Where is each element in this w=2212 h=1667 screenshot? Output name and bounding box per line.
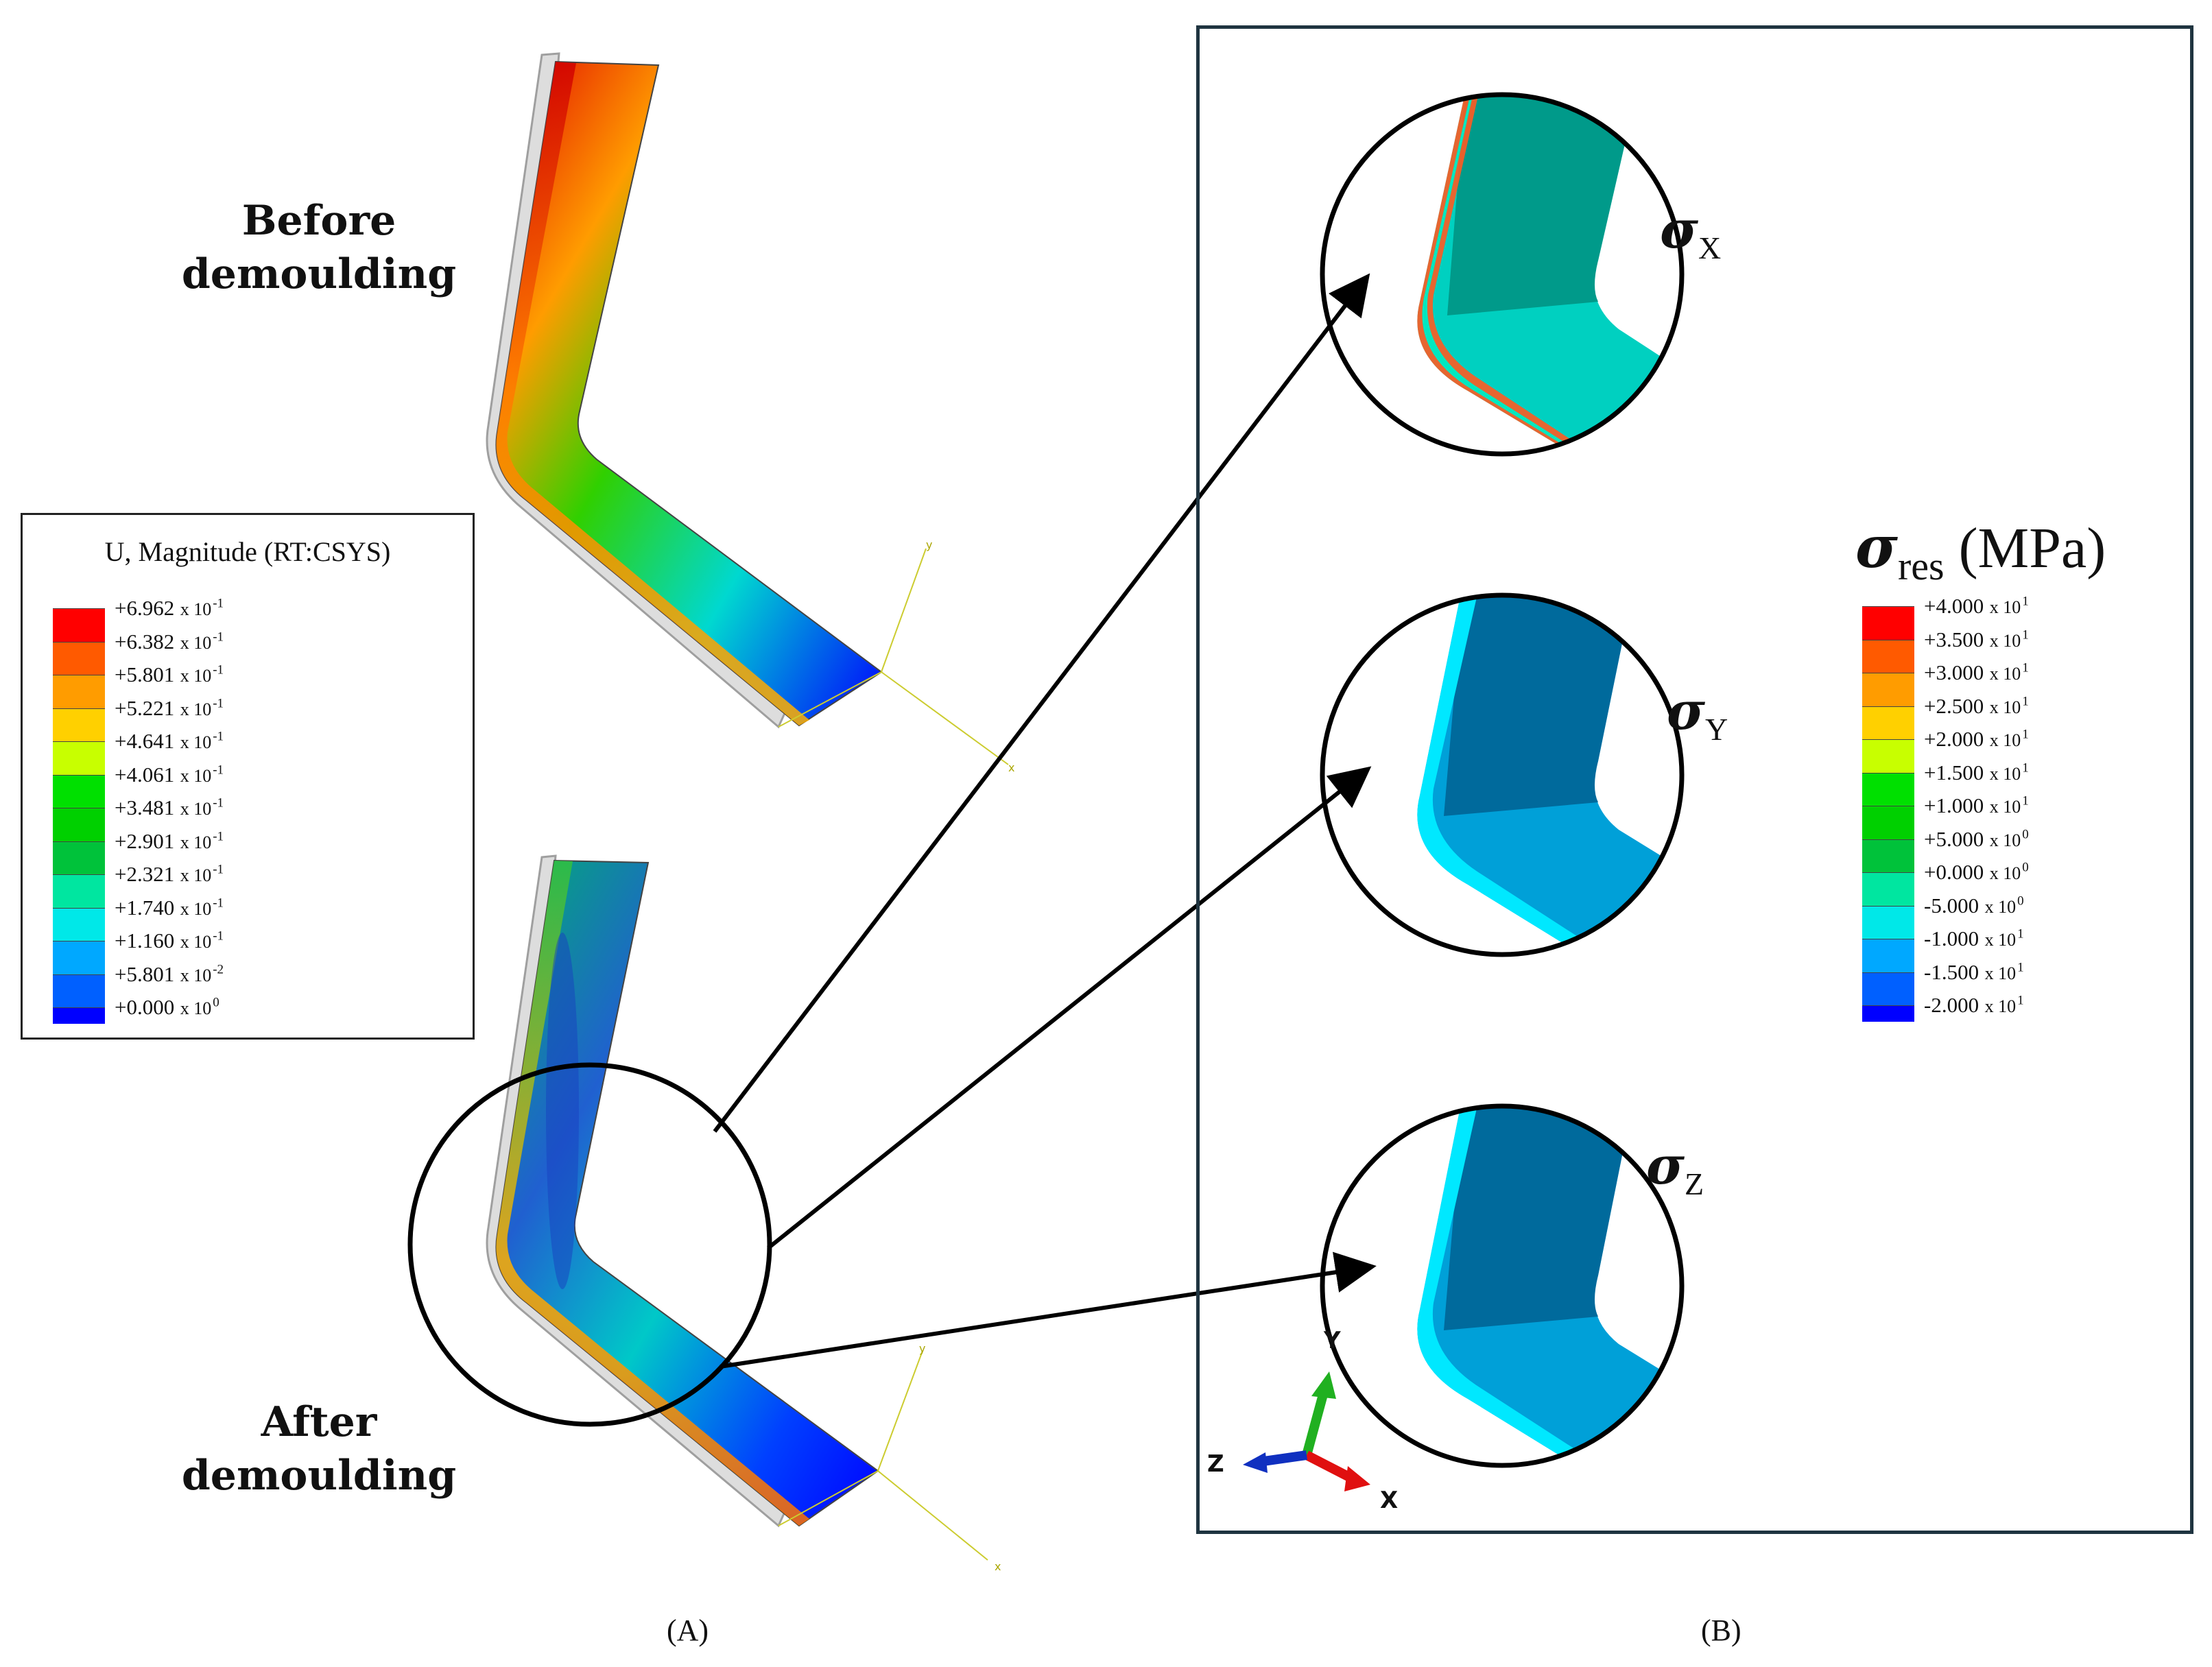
displacement-legend-swatch xyxy=(53,774,105,808)
displacement-legend-tick-label: +3.481 x 10-1 xyxy=(115,795,224,819)
arrow-to-z xyxy=(720,1251,1377,1369)
displacement-legend-tick-label: +5.801 x 10-2 xyxy=(115,961,224,986)
sigma-y-sub: Y xyxy=(1705,712,1728,747)
sigma-z-sub: Z xyxy=(1685,1166,1704,1202)
mini-axis-y-bottom: y xyxy=(919,1342,925,1355)
stress-y-detail xyxy=(1417,595,1682,955)
residual-stress-legend-swatch xyxy=(1862,905,1914,939)
residual-stress-legend-swatch xyxy=(1862,639,1914,673)
before-demoulding-label: Before demoulding xyxy=(175,194,463,301)
displacement-legend-tick-label: +5.801 x 10-1 xyxy=(115,662,224,686)
res-title-unit: (MPa) xyxy=(1958,516,2106,580)
arrow-to-y xyxy=(767,766,1372,1250)
sigma-x-sym: σ xyxy=(1660,199,1699,260)
displacement-legend-tick-label: +6.962 x 10-1 xyxy=(115,596,224,620)
displacement-legend-swatch xyxy=(53,708,105,741)
after-line1: After xyxy=(261,1398,377,1446)
displacement-legend-swatch xyxy=(53,808,105,841)
sigma-y-label: σY xyxy=(1667,680,1728,747)
after-demoulding-label: After demoulding xyxy=(175,1395,463,1502)
displacement-legend-swatch xyxy=(53,841,105,874)
displacement-legend-tick-label: +2.321 x 10-1 xyxy=(115,862,224,886)
triad-y-label: Y xyxy=(1324,1327,1341,1354)
residual-stress-legend-swatch xyxy=(1862,872,1914,906)
displacement-legend-swatch xyxy=(53,874,105,908)
residual-stress-legend-swatch xyxy=(1862,772,1914,806)
residual-stress-legend-swatch xyxy=(1862,606,1914,640)
mini-axis-x-top: x xyxy=(1008,761,1014,774)
residual-stress-legend-swatch xyxy=(1862,706,1914,739)
residual-stress-legend-swatch xyxy=(1862,806,1914,839)
stress-x-detail xyxy=(1322,95,1682,454)
displacement-legend-tick-label: +4.061 x 10-1 xyxy=(115,762,224,787)
sigma-y-sym: σ xyxy=(1667,680,1706,741)
sigma-x-sub: X xyxy=(1698,230,1722,266)
stress-y-circle xyxy=(1320,592,1685,957)
displacement-legend-swatch xyxy=(53,907,105,941)
before-demoulding-model xyxy=(486,52,1009,765)
displacement-legend-title: U, Magnitude (RT:CSYS) xyxy=(104,536,391,567)
mini-axis-x-bottom: x xyxy=(995,1560,1001,1573)
displacement-legend-tick-label: +2.901 x 10-1 xyxy=(115,828,224,853)
displacement-legend-tick-label: +6.382 x 10-1 xyxy=(115,629,224,653)
displacement-legend-swatch xyxy=(53,608,105,642)
displacement-legend-swatch xyxy=(53,741,105,775)
after-line2: demoulding xyxy=(181,1452,457,1500)
residual-stress-legend-swatch xyxy=(1862,1005,1914,1022)
displacement-legend-swatch xyxy=(53,974,105,1007)
displacement-legend-tick-label: +4.641 x 10-1 xyxy=(115,729,224,753)
sigma-z-label: σZ xyxy=(1646,1135,1704,1202)
sigma-x-label: σX xyxy=(1660,199,1721,266)
panel-a-label: (A) xyxy=(667,1614,709,1647)
displacement-legend-swatch xyxy=(53,641,105,675)
displacement-legend-tick-label: +1.740 x 10-1 xyxy=(115,895,224,920)
stress-z-circle xyxy=(1320,1103,1685,1468)
displacement-legend-swatch xyxy=(53,1007,105,1024)
before-line2: demoulding xyxy=(181,250,457,298)
res-title-sub: res xyxy=(1897,543,1945,588)
residual-stress-legend-swatch xyxy=(1862,939,1914,972)
displacement-legend: U, Magnitude (RT:CSYS) +6.962 x 10-1 +6.3… xyxy=(21,513,475,1040)
mini-axis-y-top: y xyxy=(926,538,932,551)
residual-stress-panel xyxy=(1196,25,2193,1534)
displacement-legend-swatch xyxy=(53,941,105,974)
residual-stress-legend-swatch xyxy=(1862,972,1914,1005)
coordinate-triad xyxy=(1243,1371,1370,1491)
residual-stress-legend-title: σres (MPa) xyxy=(1855,513,2106,589)
displacement-legend-swatch xyxy=(53,675,105,708)
arrow-to-x xyxy=(713,273,1370,1133)
residual-stress-legend-swatch xyxy=(1862,739,1914,773)
before-line1: Before xyxy=(241,197,396,245)
res-title-symbol: σ xyxy=(1855,513,1898,581)
triad-z-label: Z xyxy=(1207,1450,1224,1478)
stress-x-circle xyxy=(1320,92,1685,457)
residual-stress-legend-swatch xyxy=(1862,839,1914,872)
residual-stress-legend-swatch xyxy=(1862,673,1914,706)
displacement-legend-tick-label: +1.160 x 10-1 xyxy=(115,928,224,952)
displacement-legend-tick-label: +5.221 x 10-1 xyxy=(115,695,224,720)
after-demoulding-model xyxy=(486,854,988,1561)
triad-x-label: X xyxy=(1380,1487,1399,1514)
sigma-z-sym: σ xyxy=(1646,1135,1685,1196)
panel-b-label: (B) xyxy=(1701,1614,1741,1647)
